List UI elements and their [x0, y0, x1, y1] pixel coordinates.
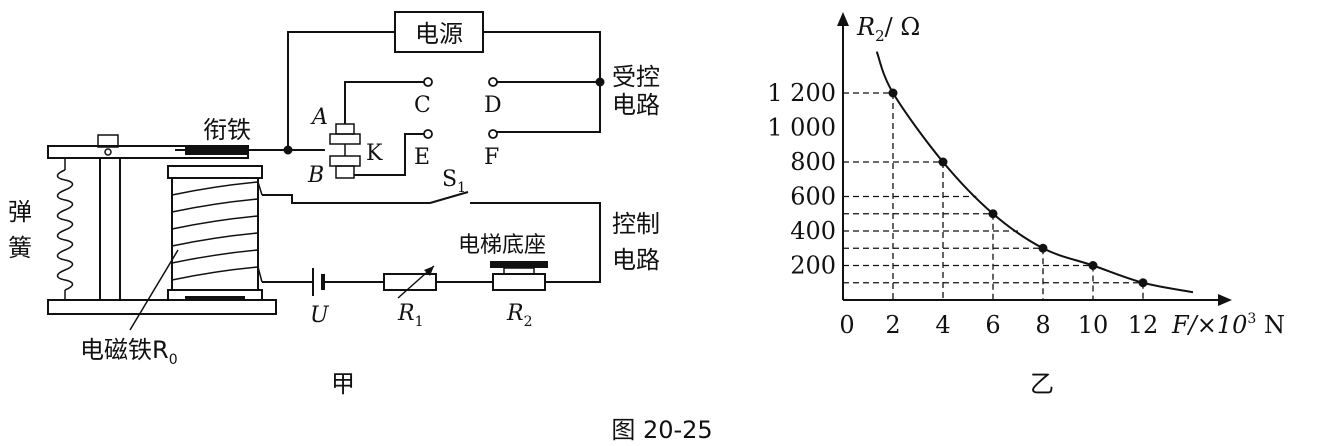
data-point: [988, 209, 998, 219]
label-d: D: [484, 93, 502, 118]
wire-s1-left: [262, 194, 430, 204]
y-tick-label: 800: [790, 148, 836, 176]
x-axis-arrow: [1218, 294, 1232, 306]
spring-label-1: 弹: [8, 198, 32, 226]
switch-s1-blade: [429, 191, 469, 204]
controlled-circuit-label-2: 电路: [612, 91, 660, 119]
wire-a-to-c: [344, 81, 425, 124]
switch-k-upper: [329, 133, 361, 145]
graph-caption: 乙: [1030, 370, 1054, 398]
coil-lead-bottom: [257, 266, 263, 283]
data-point: [1038, 243, 1048, 253]
x-tick-label: 12: [1128, 311, 1159, 339]
x-tick-label: 4: [935, 311, 950, 339]
contact-b: [335, 165, 355, 179]
electromagnet-label: 电磁铁R0: [80, 336, 178, 368]
origin-label: 0: [839, 311, 854, 339]
data-points: [888, 88, 1148, 288]
switch-k-lower: [329, 155, 361, 167]
circuit-diagram: 电源 A B C D K E F 受控 电路: [8, 11, 660, 398]
arrow-head: [424, 266, 434, 276]
y-tick-label: 600: [790, 183, 836, 211]
y-axis-arrow: [837, 12, 849, 26]
data-point: [938, 157, 948, 167]
terminal-d: [488, 77, 498, 87]
y-tick-labels: 200 400 600 800 1 000 1 200: [767, 79, 836, 280]
label-r2: R2: [506, 301, 533, 330]
resistance-curve: [875, 51, 1194, 294]
control-circuit-label-1: 控制: [612, 210, 660, 238]
y-tick-label: 1 000: [767, 114, 836, 142]
data-point: [1138, 278, 1148, 288]
junction-dot: [595, 77, 605, 87]
figure-caption: 图 20-25: [611, 416, 712, 444]
label-r1: R1: [397, 301, 424, 330]
label-f: F: [484, 145, 499, 170]
electromagnet-top: [167, 165, 263, 179]
controlled-circuit-label-1: 受控: [612, 63, 660, 91]
wire-b-to-e: [354, 133, 425, 176]
armature-bar: [185, 146, 247, 155]
power-supply-label: 电源: [415, 20, 463, 48]
label-a: A: [310, 105, 328, 130]
x-axis-label: F/×103 N: [1171, 311, 1285, 339]
grid-lines: [843, 92, 1144, 300]
pivot-point: [104, 148, 112, 156]
y-tick-label: 1 200: [767, 79, 836, 107]
x-tick-label: 6: [985, 311, 1000, 339]
control-circuit-label-2: 电路: [612, 246, 660, 274]
x-tick-label: 2: [885, 311, 900, 339]
terminal-e: [423, 129, 433, 139]
data-point: [888, 88, 898, 98]
wire-s1-right: [470, 202, 601, 283]
x-tick-label: 8: [1035, 311, 1050, 339]
pivot-block: [97, 134, 119, 148]
junction-dot: [283, 145, 293, 155]
terminal-c: [423, 77, 433, 87]
label-k: K: [366, 141, 383, 166]
resistor-r2: [492, 273, 546, 291]
x-tick-labels: 2 4 6 8 10 12: [885, 311, 1158, 339]
label-s1: S1: [442, 167, 466, 196]
y-axis-label: R2/ Ω: [856, 13, 920, 45]
x-tick-label: 10: [1078, 311, 1109, 339]
contact-a: [335, 123, 355, 135]
electromagnet-leader: [129, 249, 179, 331]
elevator-base-plate: [490, 261, 548, 268]
label-b: B: [307, 163, 324, 188]
data-point: [1088, 261, 1098, 270]
electromagnet-coil: [171, 181, 259, 281]
y-tick-label: 400: [790, 217, 836, 245]
coil-lead-top: [257, 181, 263, 196]
y-tick-label: 200: [790, 252, 836, 280]
circuit-caption: 甲: [331, 370, 355, 398]
wire-supply-left: [287, 31, 395, 150]
electromagnet-base-strip: [185, 296, 245, 301]
lever-bar: [47, 145, 249, 159]
terminal-f: [488, 129, 498, 139]
elevator-base-label: 电梯底座: [458, 233, 546, 258]
spring-coil: [56, 169, 74, 291]
label-c: C: [414, 93, 431, 118]
spring-label-2: 簧: [8, 234, 32, 262]
label-u: U: [310, 303, 330, 328]
label-e: E: [414, 145, 430, 170]
elevator-base-stem: [503, 267, 535, 275]
base-plate: [47, 299, 277, 315]
armature-label: 衔铁: [203, 116, 251, 144]
